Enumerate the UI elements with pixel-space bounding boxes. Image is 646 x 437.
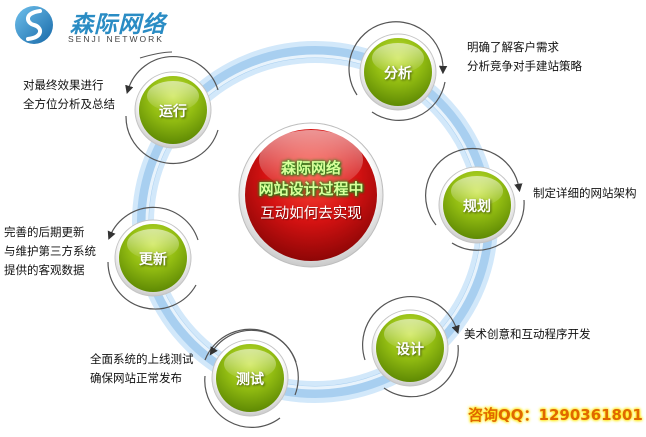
node-testing — [204, 328, 299, 428]
contact-qq: 咨询QQ：1290361801 — [468, 406, 643, 424]
desc-analysis: 明确了解客户需求 分析竞争对手建站策略 — [467, 38, 582, 76]
desc-line: 对最终效果进行 — [23, 78, 104, 92]
node-label-testing: 测试 — [236, 372, 264, 388]
center-title-line3: 互动如何去实现 — [260, 206, 362, 222]
node-label-design: 设计 — [396, 342, 424, 358]
node-label-analysis: 分析 — [384, 66, 412, 82]
node-update — [107, 206, 199, 310]
logo: 森际网络 SENJI NETWORK — [8, 2, 178, 52]
logo-name-cn: 森际网络 — [70, 11, 166, 38]
desc-line: 美术创意和互动程序开发 — [464, 327, 591, 341]
desc-line: 制定详细的网站架构 — [533, 186, 637, 200]
desc-line: 全面系统的上线测试 — [90, 352, 194, 366]
desc-operation: 对最终效果进行 全方位分析及总结 — [23, 76, 115, 114]
desc-line: 完善的后期更新 — [4, 225, 85, 239]
desc-line: 与维护第三方系统 — [4, 244, 96, 258]
desc-testing: 全面系统的上线测试 确保网站正常发布 — [90, 350, 194, 388]
node-analysis — [348, 21, 448, 121]
desc-line: 提供的客观数据 — [4, 263, 85, 277]
node-design — [362, 296, 460, 398]
desc-line: 明确了解客户需求 — [467, 40, 559, 54]
desc-planning: 制定详细的网站架构 — [533, 184, 637, 203]
desc-update: 完善的后期更新 与维护第三方系统 提供的客观数据 — [4, 223, 96, 280]
node-label-operation: 运行 — [159, 104, 187, 120]
desc-line: 分析竞争对手建站策略 — [467, 59, 582, 73]
desc-line: 全方位分析及总结 — [23, 97, 115, 111]
logo-swirl-icon — [15, 6, 53, 44]
desc-design: 美术创意和互动程序开发 — [464, 325, 591, 344]
center-title-line2: 网站设计过程中 — [258, 180, 364, 198]
node-label-planning: 规划 — [463, 199, 491, 215]
node-label-update: 更新 — [139, 252, 167, 268]
center-title-line1: 森际网络 — [280, 159, 342, 177]
node-operation — [125, 55, 219, 165]
desc-line: 确保网站正常发布 — [90, 371, 182, 385]
node-planning — [425, 147, 525, 251]
decorative-arc — [139, 51, 173, 59]
center-button — [238, 122, 384, 268]
logo-name-en: SENJI NETWORK — [68, 34, 164, 44]
